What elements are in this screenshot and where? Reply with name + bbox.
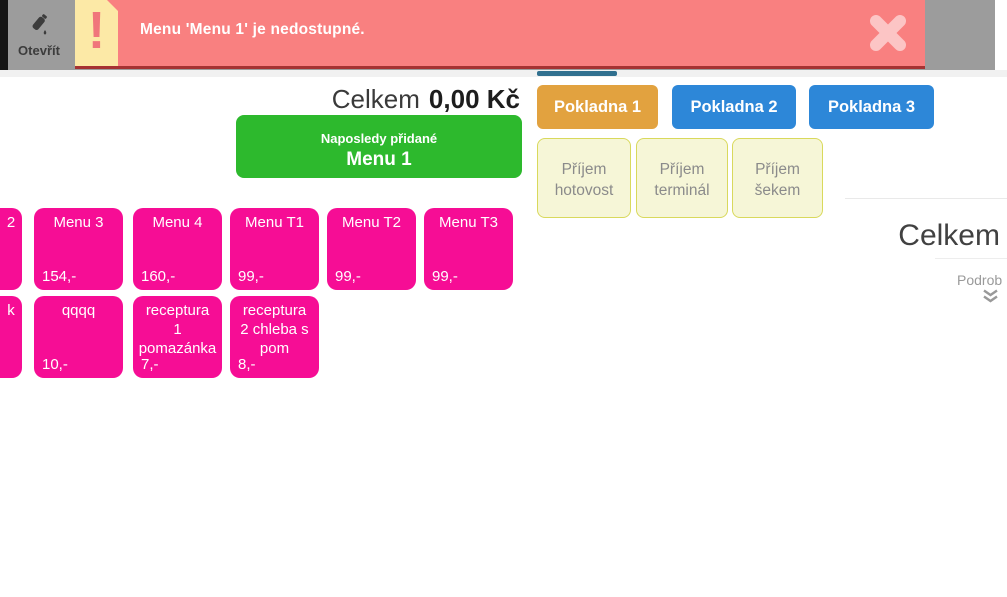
product-tile-menu-t3[interactable]: Menu T3 99,- bbox=[424, 208, 513, 290]
product-price: 154,- bbox=[42, 268, 77, 285]
open-button-label: Otevřít bbox=[18, 43, 60, 58]
horizontal-scrollbar-thumb[interactable] bbox=[537, 71, 617, 76]
payment-cash-button[interactable]: Příjem hotovost bbox=[537, 138, 631, 218]
alert-banner: ! Menu 'Menu 1' je nedostupné. bbox=[75, 0, 925, 69]
open-register-button[interactable]: Otevřít bbox=[8, 0, 70, 70]
product-title: Menu 3 bbox=[53, 214, 104, 231]
product-price: 7,- bbox=[141, 356, 159, 373]
alert-corner-fold bbox=[107, 0, 118, 11]
payment-terminal-button[interactable]: Příjem terminál bbox=[636, 138, 728, 218]
alert-icon-block: ! bbox=[75, 0, 118, 66]
order-total-value: 0,00 Kč bbox=[428, 84, 520, 114]
order-total: Celkem 0,00 Kč bbox=[200, 84, 520, 115]
product-title: 2 bbox=[6, 214, 16, 231]
product-tile-receptura-2[interactable]: receptura 2 chleba s pom 8,- bbox=[230, 296, 319, 378]
register-tab-pokladna-2[interactable]: Pokladna 2 bbox=[672, 85, 796, 129]
product-title: k bbox=[7, 302, 15, 319]
close-icon bbox=[867, 14, 909, 57]
horizontal-scrollbar-track[interactable] bbox=[0, 70, 1007, 77]
product-price: 99,- bbox=[335, 268, 361, 285]
product-price: 10,- bbox=[42, 356, 68, 373]
product-title: receptura 1 pomazánka bbox=[138, 302, 217, 357]
product-price: 99,- bbox=[238, 268, 264, 285]
register-tab-pokladna-1[interactable]: Pokladna 1 bbox=[537, 85, 658, 129]
last-added-item: Menu 1 bbox=[346, 148, 412, 170]
cart-total-title: Celkem bbox=[898, 219, 1000, 252]
product-tile-menu-t2[interactable]: Menu T2 99,- bbox=[327, 208, 416, 290]
chevron-double-down-icon[interactable] bbox=[981, 289, 1000, 308]
last-added-caption: Naposledy přidané bbox=[320, 130, 438, 146]
order-total-label: Celkem bbox=[331, 84, 420, 114]
register-tab-pokladna-3[interactable]: Pokladna 3 bbox=[809, 85, 934, 129]
product-title: receptura 2 chleba s pom bbox=[240, 302, 309, 357]
last-added-button[interactable]: Naposledy přidané Menu 1 bbox=[236, 115, 522, 178]
product-price: 8,- bbox=[238, 356, 256, 373]
product-title: Menu T2 bbox=[342, 214, 401, 231]
product-tile-qqqq[interactable]: qqqq 10,- bbox=[34, 296, 123, 378]
cart-panel-divider bbox=[935, 258, 1007, 259]
product-title: qqqq bbox=[61, 302, 96, 319]
product-price: 160,- bbox=[141, 268, 176, 285]
product-tile-clipped[interactable]: k bbox=[0, 296, 22, 378]
alert-close-button[interactable] bbox=[865, 11, 911, 57]
product-title: Menu T1 bbox=[245, 214, 304, 231]
cart-details-link[interactable]: Podrob bbox=[957, 272, 1003, 288]
product-tile-menu-3[interactable]: Menu 3 154,- bbox=[34, 208, 123, 290]
product-title: Menu T3 bbox=[439, 214, 498, 231]
bottle-icon bbox=[25, 9, 53, 41]
product-tile-menu-4[interactable]: Menu 4 160,- bbox=[133, 208, 222, 290]
topbar: Otevřít ! Menu 'Menu 1' je nedostupné. bbox=[0, 0, 995, 71]
product-tile-receptura-1[interactable]: receptura 1 pomazánka 7,- bbox=[133, 296, 222, 378]
product-price: 99,- bbox=[432, 268, 458, 285]
exclamation-icon: ! bbox=[87, 2, 106, 60]
product-tile-clipped[interactable]: 2 bbox=[0, 208, 22, 290]
payment-cheque-button[interactable]: Příjem šekem bbox=[732, 138, 823, 218]
alert-message: Menu 'Menu 1' je nedostupné. bbox=[140, 21, 365, 38]
product-title: Menu 4 bbox=[152, 214, 203, 231]
product-tile-menu-t1[interactable]: Menu T1 99,- bbox=[230, 208, 319, 290]
topbar-left-edge bbox=[0, 0, 8, 70]
cart-panel-divider bbox=[845, 198, 1007, 199]
